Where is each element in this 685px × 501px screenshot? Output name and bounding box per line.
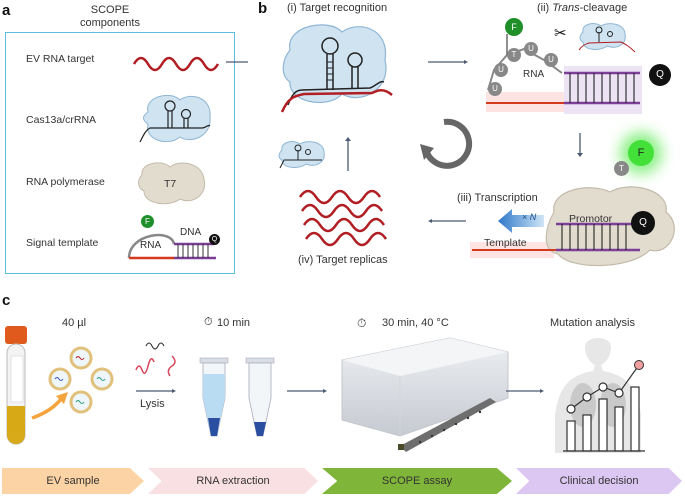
panel-a-title-line1: SCOPE [90, 4, 130, 16]
t7-polymerase-icon [138, 162, 206, 205]
step2-suffix: -cleavage [579, 2, 628, 14]
small-cas13a-icon [578, 23, 636, 53]
cas13a-complex-icon [139, 94, 211, 143]
step-target-recognition: (i) Target recognition [287, 2, 388, 14]
arrow-up-icon [345, 137, 351, 171]
signal-template-icon [127, 233, 216, 260]
fluorophore-icon: F [141, 215, 154, 228]
released-fluorophore-icon: F [628, 140, 654, 166]
multiplier-n: N [529, 212, 537, 222]
workflow-step-ev-sample: EV sample [2, 468, 144, 494]
scope-device-icon [341, 337, 509, 452]
target-replicas-icon [298, 189, 388, 247]
mutation-analysis-icon [555, 338, 645, 453]
template-label: Template [484, 237, 527, 249]
workflow-step-rna-extraction: RNA extraction [148, 468, 318, 494]
workflow-step-label: EV sample [46, 475, 100, 487]
timer-icon-1: ⏱ [204, 316, 213, 328]
nucleotide-u3: U [524, 42, 538, 56]
scissors-icon: ✂ [554, 25, 567, 42]
mutation-analysis-label: Mutation analysis [550, 317, 635, 329]
trans-cleavage-reporter-icon [486, 34, 642, 114]
fluorophore-f-icon: F [505, 18, 523, 36]
extracellular-vesicles-icon [48, 346, 114, 414]
panel-c-letter: c [2, 292, 11, 309]
transcription-complex-icon [470, 186, 675, 267]
panel-a-title: SCOPE components [55, 4, 165, 30]
workflow-step-label: RNA extraction [196, 475, 270, 487]
nucleotide-u4: U [544, 53, 558, 67]
workflow-step-scope-assay: SCOPE assay [322, 468, 512, 494]
quencher-q-icon: Q [649, 64, 671, 86]
ev-rna-wave-icon [132, 56, 220, 72]
recycled-cas13a-icon [278, 141, 325, 169]
multiplier-label: × N [522, 212, 536, 222]
volume-label: 40 µl [62, 317, 87, 329]
arrow-to-replicas-icon [428, 219, 466, 223]
component-label-signal-template: Signal template [26, 237, 99, 249]
component-label-polymerase: RNA polymerase [26, 176, 105, 188]
released-t-icon: T [614, 161, 629, 176]
arrow-down-icon [577, 133, 583, 157]
timer-icon-2: ⏱ [357, 316, 367, 330]
nucleotide-t: T [507, 48, 521, 62]
blood-tube-icon [5, 326, 27, 445]
quencher-icon: Q [209, 234, 220, 245]
rna-label: RNA [140, 240, 162, 251]
multiplier-x: × [522, 212, 530, 222]
target-recognition-complex-icon [280, 24, 393, 113]
step-target-replicas: (iv) Target replicas [298, 254, 388, 266]
blue-arrow-icon [498, 209, 544, 233]
step-transcription: (iii) Transcription [457, 192, 538, 204]
workflow-step-clinical-decision: Clinical decision [516, 468, 682, 494]
centrifuge-tubes-icon [199, 357, 275, 437]
timer-10min-label: 10 min [217, 317, 251, 329]
nucleotide-u1: U [488, 82, 502, 96]
promotor-label: Promotor [569, 213, 613, 225]
lysis-arrow-icon [136, 389, 176, 393]
rna-reporter-label: RNA [523, 69, 545, 80]
timer-30min-label: 30 min, 40 °C [382, 317, 449, 329]
panel-a-letter: a [2, 2, 11, 19]
step-trans-cleavage: (ii) Trans-cleavage [537, 2, 627, 14]
t7-label: T7 [164, 178, 177, 190]
step2-prefix: (ii) [537, 2, 553, 14]
workflow-step-label: Clinical decision [559, 475, 639, 487]
components-box [5, 32, 235, 274]
arrow-to-analysis-icon [506, 389, 544, 393]
arrow-to-cleavage-icon [428, 60, 468, 64]
workflow-step-label: SCOPE assay [381, 475, 453, 487]
panel-a-title-line2: components [80, 17, 140, 29]
panel-b-letter: b [258, 0, 268, 17]
component-label-cas13a: Cas13a/crRNA [26, 114, 97, 126]
lysis-label: Lysis [140, 398, 165, 410]
released-rna-icon [135, 342, 176, 377]
dna-label: DNA [180, 227, 202, 238]
arrow-to-assay-icon [287, 389, 327, 393]
transfer-arrow-icon [31, 392, 68, 420]
cycle-arrow-icon [420, 118, 473, 169]
nucleotide-u2: U [494, 63, 508, 77]
component-label-ev-rna: EV RNA target [26, 53, 95, 65]
promotor-quencher-icon: Q [631, 211, 655, 235]
arrow-a-to-b-icon [226, 61, 248, 63]
step2-italic: Trans [552, 2, 580, 14]
